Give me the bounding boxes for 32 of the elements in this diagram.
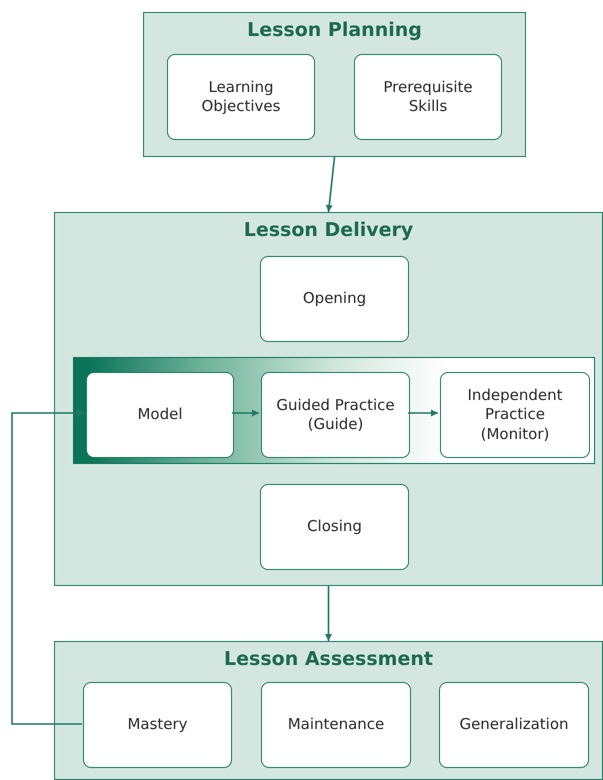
box-label: Mastery [127,715,188,735]
group-title: Lesson Delivery [244,219,414,241]
process-box [86,372,234,458]
box-label: Independent Practice (Monitor) [466,386,564,444]
gradient-band [73,357,595,464]
box-label: Generalization [459,715,569,735]
box-label: Model [137,405,183,425]
process-box [261,682,411,768]
arrow [232,410,259,416]
box-label: Guided Practice (Guide) [275,396,396,434]
process-box [260,484,409,570]
box-label: Opening [302,289,366,309]
process-box [261,372,410,458]
process-box [83,682,232,768]
arrow [408,410,438,416]
group-title: Lesson Planning [247,19,422,41]
process-box [167,54,315,140]
box-label: Prerequisite Skills [382,78,474,116]
process-box [440,372,590,458]
group-panel [54,212,603,586]
arrow [11,410,84,725]
process-box [260,256,409,342]
process-box [439,682,589,768]
process-box [354,54,502,140]
box-label: Closing [307,517,362,537]
box-label: Learning Objectives [200,78,282,116]
box-label: Maintenance [288,715,384,735]
group-panel [143,12,526,157]
arrow [325,586,332,641]
group-panel [54,641,603,780]
arrow [326,156,336,212]
group-title: Lesson Assessment [224,648,433,670]
